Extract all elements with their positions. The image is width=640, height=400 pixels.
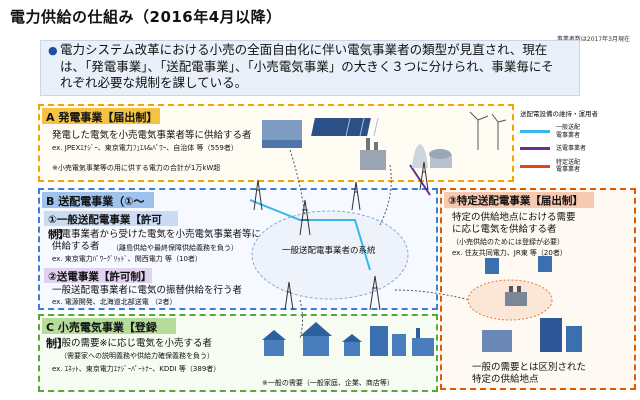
factory-demand-icon xyxy=(412,328,434,356)
factory-icon xyxy=(360,138,386,170)
legend-label: 一般送配 電事業者 xyxy=(556,124,581,139)
intro-text: 電力システム改革における小売の全面自由化に伴い電気事業者の類型が見直され、現在は… xyxy=(60,42,554,90)
general-transmission-examples: ex. 東京電力ﾊﾟﾜｰｸﾞﾘｯﾄﾞ、関西電力 等（10者） xyxy=(52,255,202,263)
intro-bullet: ● xyxy=(48,44,58,57)
legend-label: 特定送配 電事業者 xyxy=(556,158,581,174)
dam-icon xyxy=(262,120,302,148)
wind-turbine-icon xyxy=(469,111,507,150)
specific-transmission-tag: ③特定送配電事業【届出制】 xyxy=(444,192,594,208)
retail-desc: 一般の需要※に応じ電気を小売する者 xyxy=(52,338,212,349)
network-area xyxy=(251,210,409,300)
office-building-icon xyxy=(370,326,406,356)
specific-point2: 特定の供給地点 xyxy=(472,374,539,385)
generation-note: ※小売電気事業等の用に供する電力の合計が1万kW超 xyxy=(52,164,221,172)
general-transmission-desc: 発電事業者から受けた電気を小売電気事業者等に xyxy=(52,229,262,240)
specific-desc1: 特定の供給地点における需要 xyxy=(452,212,576,223)
legend-title: 送配電設備の維持・運用者 xyxy=(520,110,598,118)
transmission-tower-icon xyxy=(253,161,429,311)
page-title: 電力供給の仕組み（2016年4月以降） xyxy=(10,8,282,26)
generation-examples: ex. JPEXｴﾅｼﾞｰ、東京電力ﾌｭｴﾙ&ﾊﾟﾜｰ、自治体 等（559者） xyxy=(52,144,238,152)
intro-box xyxy=(40,40,580,96)
legend-swatch xyxy=(520,130,550,133)
connector-line xyxy=(394,289,471,301)
building-icon xyxy=(482,256,582,352)
house-icon xyxy=(262,322,362,356)
specific-desc3: （小売供給のためには登録が必要） xyxy=(452,238,564,246)
legend-swatch xyxy=(520,147,550,151)
connector-line xyxy=(289,149,306,216)
network-label: 一般送配電事業者の系統 xyxy=(282,246,376,256)
legend-item: 一般送配 電事業者 xyxy=(520,124,636,139)
specific-point1: 一般の需要とは区別された xyxy=(472,362,587,373)
retail-duty: （需要家への説明義務や供給力確保義務を負う） xyxy=(60,352,214,360)
generation-desc: 発電した電気を小売電気事業者等に供給する者 xyxy=(52,130,252,141)
legend-swatch xyxy=(520,164,550,168)
general-transmission-desc2: 供給する者 xyxy=(52,241,100,252)
general-transmission-duty: （離島供給や最終保障供給義務を負う） xyxy=(112,244,238,252)
legend: 送配電設備の維持・運用者 一般送配 電事業者 送電事業者 特定送配 電事業者 xyxy=(520,108,636,174)
legend-item: 送電事業者 xyxy=(520,145,636,153)
retail-examples: ex. ｴﾈｯﾄ、東京電力ｴﾅｼﾞｰﾊﾟｰﾄﾅｰ、KDDI 等（389者） xyxy=(52,365,221,373)
connector-line xyxy=(299,299,303,339)
retail-tag: C 小売電気事業【登録制】 xyxy=(42,318,176,350)
solar-panel-icon xyxy=(311,117,379,137)
general-transmission-tag: ①一般送配電事業【許可制】 xyxy=(44,211,178,241)
transmission-business-examples: ex. 電源開発、北海道北部送電 （2者） xyxy=(52,298,177,306)
legend-label: 送電事業者 xyxy=(556,145,587,152)
transmission-line-business xyxy=(409,164,431,196)
transmission-line-general xyxy=(249,199,371,271)
specific-examples: ex. 住友共同電力、JR東 等（20者） xyxy=(452,249,567,257)
nuclear-plant-icon xyxy=(412,144,452,168)
count-note: 事業者数は2017年3月現在 xyxy=(556,36,630,43)
legend-item: 特定送配 電事業者 xyxy=(520,159,636,174)
transmission-business-desc: 一般送配電事業者に電気の振替供給を行う者 xyxy=(52,285,243,296)
substation-icon xyxy=(505,286,527,306)
specific-desc2: に応じ電気を供給する者 xyxy=(452,224,557,235)
demand-note: ※一般の需要（一般家庭、企業、商店等） xyxy=(262,379,394,387)
connector-line xyxy=(379,164,392,226)
generation-tag: A 発電事業【届出制】 xyxy=(42,108,160,124)
transmission-business-tag: ②送電事業【許可制】 xyxy=(44,268,152,283)
